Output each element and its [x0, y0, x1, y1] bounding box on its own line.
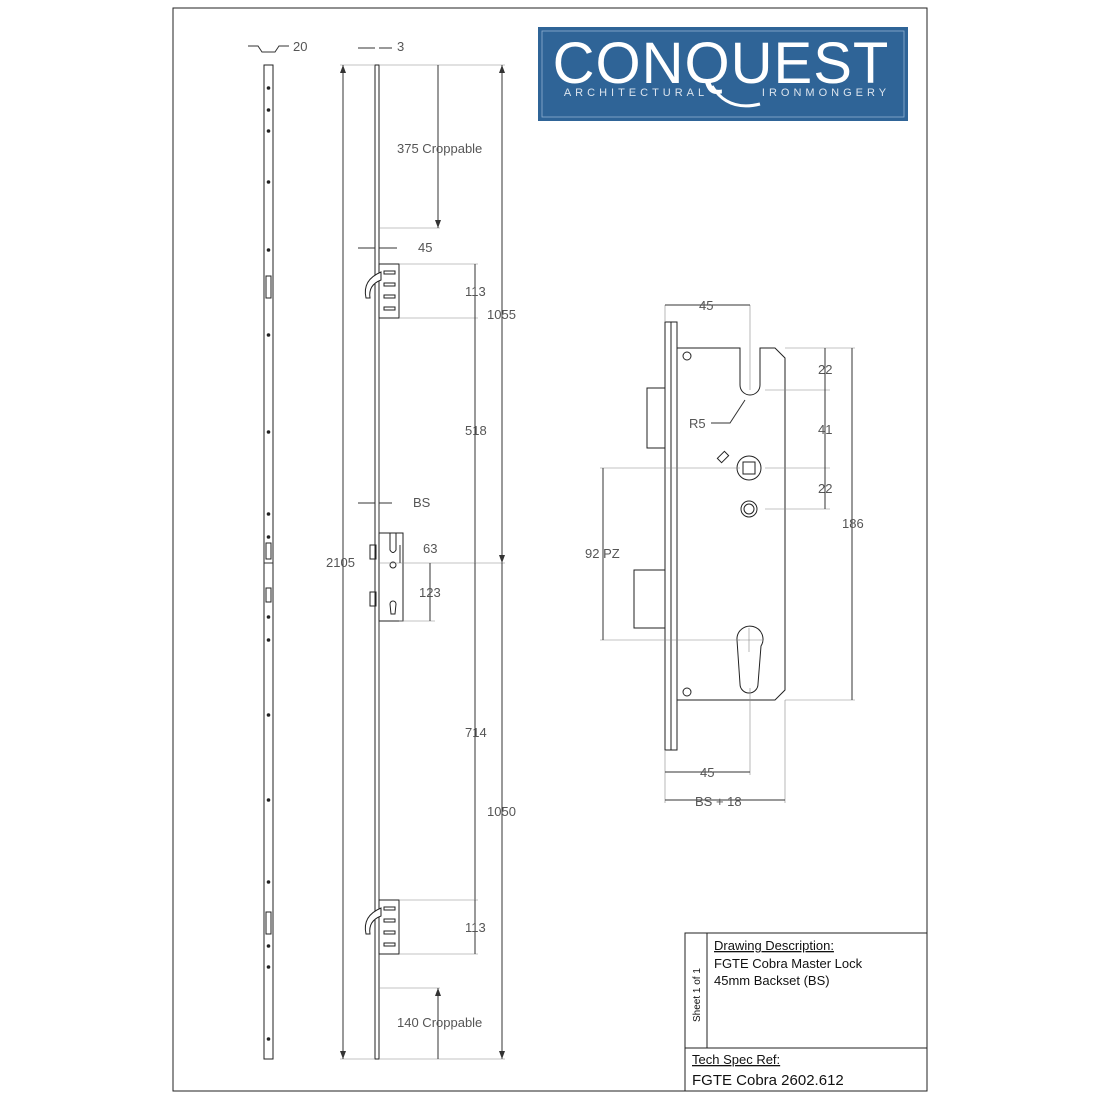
title-description-line1: FGTE Cobra Master Lock — [714, 956, 863, 971]
drawing-border — [172, 7, 928, 1092]
dim-total-length-label: 2105 — [326, 555, 355, 570]
logo-brand: CONQUEST — [553, 31, 890, 96]
detail-latch — [646, 387, 666, 449]
front-view: 3 — [326, 39, 516, 1060]
cylinder-profile — [389, 600, 397, 615]
strip-hook-bottom — [265, 911, 272, 935]
bottom-hook-housing — [364, 899, 400, 955]
dim-detail-slot-radius: R5 — [689, 416, 706, 431]
detail-forend — [664, 321, 672, 751]
detail-release — [740, 500, 758, 518]
detail-euro-profile — [736, 625, 764, 694]
dim-bottom-hook-height: 113 — [465, 920, 486, 935]
top-hook — [364, 271, 382, 299]
dim-face-offset: 3 — [397, 39, 404, 54]
dim-top-croppable: 375 Croppable — [397, 141, 482, 156]
side-strip-view: 20 — [248, 39, 307, 1060]
gearbox-housing — [369, 532, 404, 622]
spindle-hole — [389, 561, 397, 569]
lock-case-detail: 45 R5 22 41 22 186 92 PZ 45 BS + 18 — [585, 298, 864, 809]
side-strip — [263, 64, 274, 1060]
title-description-line2: 45mm Backset (BS) — [714, 973, 830, 988]
dim-upper-span: 1055 — [487, 307, 516, 322]
logo-sub-right: IRONMONGERY — [762, 87, 890, 99]
dim-bottom-croppable: 140 Croppable — [397, 1015, 482, 1030]
dim-mid-offset: 63 — [423, 541, 437, 556]
title-sheet: Sheet 1 of 1 — [692, 968, 703, 1022]
detail-case — [676, 347, 786, 701]
detail-deadbolt — [633, 569, 666, 629]
strip-gearbox — [265, 542, 272, 560]
dim-detail-bottom-backset: 45 — [700, 765, 714, 780]
strip-slot — [265, 587, 272, 603]
title-block: Drawing Description: FGTE Cobra Master L… — [684, 932, 928, 1092]
dim-detail-22-top: 22 — [818, 362, 832, 377]
logo-swoosh — [710, 85, 761, 108]
logo-background — [538, 27, 908, 121]
dim-detail-case-height: 186 — [842, 516, 864, 531]
conquest-logo: CONQUEST ARCHITECTURAL IRONMONGERY — [538, 27, 908, 121]
title-spec-value: FGTE Cobra 2602.612 — [692, 1072, 844, 1089]
logo-inner-border — [541, 30, 905, 118]
dim-total-length — [340, 64, 375, 1060]
dim-detail-top-backset: 45 — [699, 298, 713, 313]
dim-bs: BS — [413, 495, 431, 510]
strip-hook-top — [265, 275, 272, 299]
dim-strip-width: 20 — [293, 39, 307, 54]
dim-upper-spacing: 518 — [465, 423, 487, 438]
bottom-hook — [364, 907, 382, 935]
title-spec-label: Tech Spec Ref: — [692, 1052, 780, 1067]
side-strip-holes — [266, 86, 271, 1041]
dim-detail-41: 41 — [818, 422, 832, 437]
dim-detail-22-bottom: 22 — [818, 481, 832, 496]
dim-cyl-offset: 123 — [419, 585, 441, 600]
dim-detail-overall-width: BS + 18 — [695, 794, 742, 809]
dim-top-hook-backset: 45 — [418, 240, 432, 255]
logo-sub-left: ARCHITECTURAL — [564, 87, 708, 99]
dim-top-hook-height: 113 — [465, 284, 486, 299]
dim-detail-pz: 92 PZ — [585, 546, 620, 561]
dim-lower-spacing: 714 — [465, 725, 487, 740]
top-hook-housing — [364, 263, 400, 319]
title-description-label: Drawing Description: — [714, 938, 834, 953]
dim-lower-span: 1050 — [487, 804, 516, 819]
